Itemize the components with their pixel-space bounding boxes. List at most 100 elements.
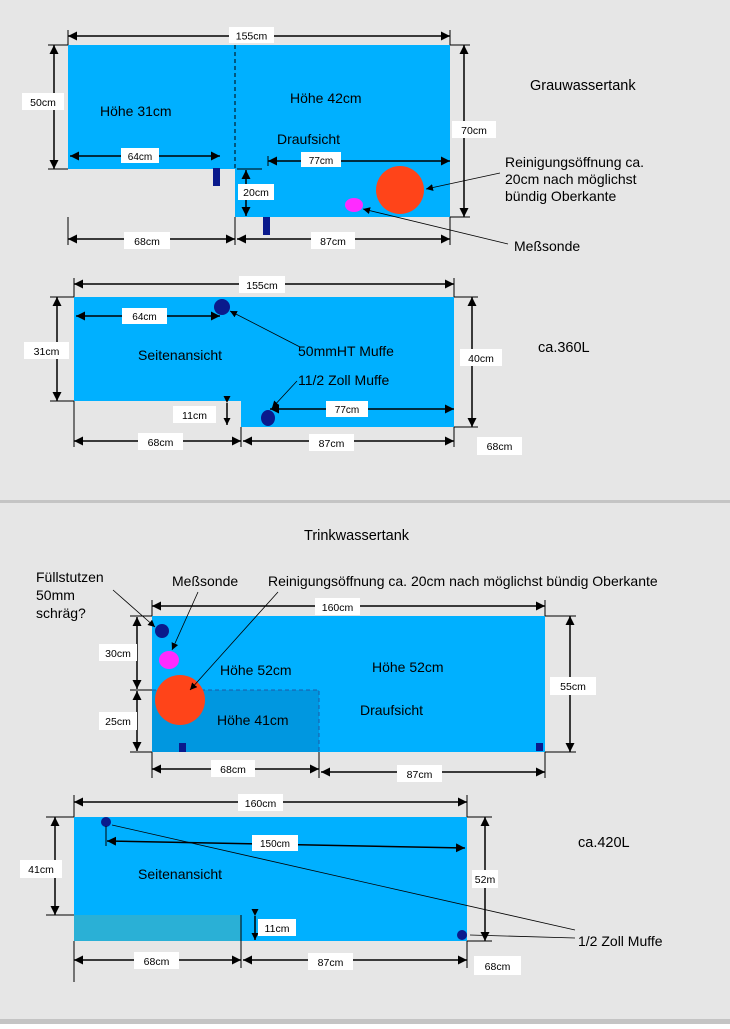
grey-probe-note: Meßsonde [514, 238, 580, 254]
grey-side-bottom87-dim-label: 87cm [319, 438, 345, 450]
grey-side-inch-socket [261, 410, 275, 426]
fresh-top-lower-left-dim: 25cm [99, 712, 137, 730]
fresh-side-inner150-dim: 150cm [252, 835, 298, 851]
fresh-filler-note-line2: 50mm [36, 587, 75, 603]
fresh-top-total-dim: 160cm [315, 598, 360, 615]
grey-top-view-label: Draufsicht [277, 131, 340, 147]
fresh-top-total-dim-label: 160cm [322, 602, 354, 614]
grey-height-left: Höhe 31cm [100, 103, 172, 119]
fresh-side-extra68-dim: 68cm [474, 956, 521, 975]
grey-side-inch-socket-note: 11/2 Zoll Muffe [298, 372, 390, 388]
fresh-top-view-label: Draufsicht [360, 702, 423, 718]
grey-top-step20-dim-label: 20cm [243, 187, 269, 199]
grey-top-view: Höhe 31cm Höhe 42cm Draufsicht 155cm 50c… [22, 27, 644, 254]
fresh-top-bottom87-dim: 87cm [397, 765, 442, 782]
fresh-side-view-label: Seitenansicht [138, 866, 222, 882]
grey-tank-capacity: ca.360L [538, 340, 590, 356]
fresh-side-left-height-dim-label: 41cm [28, 864, 54, 876]
grey-top-bottom68-dim-label: 68cm [134, 236, 160, 248]
fresh-tank-heading: Trinkwassertank [304, 528, 410, 544]
grey-side-total-dim-label: 155cm [246, 280, 278, 292]
grey-side-step11-dim-label: 11cm [182, 410, 207, 422]
fresh-side-bottom68-dim-label: 68cm [144, 956, 170, 968]
fresh-filler-note-line1: Füllstutzen [36, 569, 104, 585]
fresh-top-bottom68-dim: 68cm [211, 760, 255, 777]
fresh-top-bottom87-dim-label: 87cm [407, 769, 433, 781]
grey-tank-heading: Grauwassertank [530, 78, 636, 94]
fresh-top-view: Höhe 52cm Höhe 52cm Höhe 41cm Draufsicht… [36, 569, 658, 782]
fresh-top-right-width-dim-label: 55cm [560, 681, 586, 693]
grey-top-fitting-marker [213, 168, 220, 186]
fresh-height-lower-section: Höhe 41cm [217, 712, 289, 728]
grey-top-step20-dim: 20cm [238, 184, 274, 200]
panel-separator [0, 500, 730, 503]
fresh-top-bottom68-dim-label: 68cm [220, 764, 246, 776]
grey-top-fitting-marker [263, 217, 270, 235]
grey-top-bottom87-dim-label: 87cm [320, 236, 346, 248]
grey-side-bottom68-dim-label: 68cm [148, 437, 174, 449]
fresh-side-bottom87-dim-label: 87cm [318, 957, 344, 969]
grey-side-inner64-dim: 64cm [122, 308, 167, 324]
fresh-side-bottom68-dim: 68cm [134, 952, 179, 969]
grey-side-extra68-dim: 68cm [477, 437, 522, 455]
grey-cleaning-callout-line [425, 172, 501, 191]
grey-side-extra68-dim-label: 68cm [487, 441, 513, 453]
fresh-filler-socket [155, 624, 169, 638]
grey-side-right-height-dim-label: 40cm [468, 353, 494, 365]
fresh-side-extra68-dim-label: 68cm [485, 961, 511, 973]
grey-top-inner77-dim: 77cm [301, 152, 341, 167]
grey-top-total-dim: 155cm [229, 27, 274, 43]
grey-top-bottom68-dim: 68cm [124, 232, 170, 249]
fresh-probe-note: Meßsonde [172, 573, 238, 589]
fresh-side-bottom87-dim: 87cm [308, 953, 353, 970]
fresh-top-upper-left-dim: 30cm [99, 644, 137, 661]
bottom-separator [0, 1019, 730, 1024]
grey-side-bottom87-dim: 87cm [309, 434, 354, 451]
grey-cleaning-note-line2: 20cm nach möglichst [505, 171, 637, 187]
fresh-side-right-height-dim: 52m [472, 870, 498, 888]
fresh-height-left-upper: Höhe 52cm [220, 662, 292, 678]
grey-side-ht-socket [214, 299, 230, 315]
fresh-top-fitting-marker [536, 743, 543, 751]
grey-probe-callout-line [362, 207, 509, 245]
grey-side-total-dim: 155cm [239, 276, 285, 293]
fresh-filler-callout-line [112, 589, 156, 628]
grey-side-inner64-dim-label: 64cm [132, 312, 156, 323]
fresh-top-fitting-marker [179, 743, 186, 752]
fresh-top-upper-left-dim-label: 30cm [105, 648, 131, 660]
grey-inch-socket-callout-line [271, 380, 298, 409]
fresh-filler-note-line3: schräg? [36, 605, 86, 621]
fresh-side-low-strip [74, 915, 241, 941]
fresh-side-view: Seitenansicht 1/2 Zoll Muffe 160cm 150cm [20, 794, 663, 982]
grey-top-inner77-dim-label: 77cm [309, 156, 333, 167]
grey-side-bottom68-dim: 68cm [138, 433, 183, 450]
fresh-side-inch-socket-note: 1/2 Zoll Muffe [578, 933, 663, 949]
fresh-side-left-height-dim: 41cm [20, 860, 62, 878]
fresh-side-step11-dim: 11cm [258, 919, 296, 936]
grey-cleaning-note-line1: Reinigungsöffnung ca. [505, 154, 644, 170]
fresh-side-right-height-dim-label: 52m [475, 874, 496, 886]
fresh-side-inch-socket [457, 930, 467, 940]
fresh-side-step11-dim-label: 11cm [265, 923, 290, 935]
grey-top-total-dim-label: 155cm [236, 31, 268, 43]
grey-top-bottom87-dim: 87cm [311, 232, 355, 249]
fresh-probe-marker [159, 651, 179, 669]
grey-side-ht-socket-note: 50mmHT Muffe [298, 343, 394, 359]
fresh-tank-capacity: ca.420L [578, 835, 630, 851]
grey-top-inner64-dim-label: 64cm [128, 152, 152, 163]
grey-side-right-height-dim: 40cm [460, 349, 502, 366]
fresh-height-right: Höhe 52cm [372, 659, 444, 675]
fresh-cleaning-note: Reinigungsöffnung ca. 20cm nach möglichs… [268, 573, 658, 589]
grey-height-right: Höhe 42cm [290, 90, 362, 106]
grey-side-view-label: Seitenansicht [138, 347, 222, 363]
grey-cleaning-note-line3: bündig Oberkante [505, 188, 617, 204]
fresh-side-total-dim-label: 160cm [245, 798, 277, 810]
grey-cleaning-opening [376, 166, 424, 214]
grey-top-right-width-dim: 70cm [452, 121, 496, 138]
grey-top-right-width-dim-label: 70cm [461, 125, 487, 137]
fresh-top-lower-left-dim-label: 25cm [105, 716, 131, 728]
fresh-top-right-width-dim: 55cm [550, 677, 596, 695]
grey-side-left-height-dim-label: 31cm [34, 346, 60, 358]
grey-side-inner77-dim-label: 77cm [335, 405, 359, 416]
